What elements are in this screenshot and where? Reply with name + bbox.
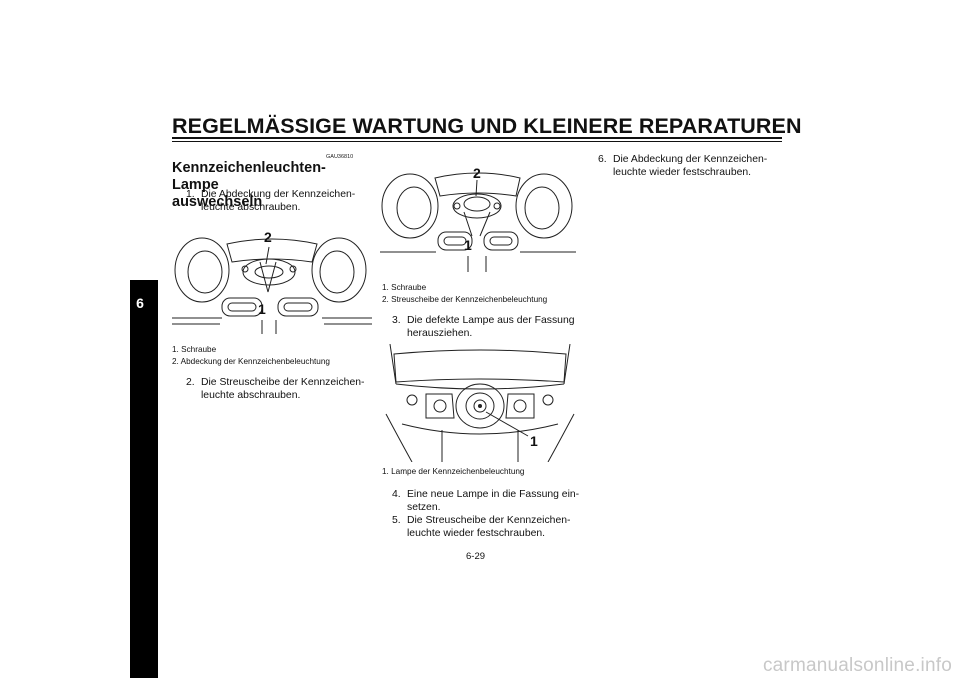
step-text: Eine neue Lampe in die Fassung ein- setz… <box>407 489 580 513</box>
figure-3-illustration: 1 <box>385 344 575 462</box>
caption-item: 2. Abdeckung der Kennzeichenbeleuchtung <box>172 356 330 366</box>
page-title: REGELMÄSSIGE WARTUNG UND KLEINERE REPARA… <box>172 114 802 138</box>
step-6: 6. Die Abdeckung der Kennzeichen- leucht… <box>598 153 788 181</box>
figure-1-callout-2: 2 <box>264 229 272 245</box>
caption-item: 1. Schraube <box>382 283 427 292</box>
caption-item: 2. Streuscheibe der Kennzeichenbeleuchtu… <box>382 294 548 304</box>
step-1: 1. Die Abdeckung der Kennzeichen- leucht… <box>186 188 376 216</box>
step-5: 5. Die Streuscheibe der Kennzeichen- leu… <box>392 514 582 542</box>
step-2: 2. Die Streuscheibe der Kennzeichen- leu… <box>186 376 376 404</box>
page-number: 6-29 <box>466 551 486 562</box>
figure-2-illustration: 2 1 <box>380 165 576 272</box>
step-number: 3. <box>392 315 401 326</box>
figure-3-captions: 1. Lampe der Kennzeichenbeleuchtung <box>382 466 524 478</box>
step-number: 1. <box>186 189 195 200</box>
figure-1-captions: 1. Schraube 2. Abdeckung der Kennzeichen… <box>172 344 330 367</box>
step-number: 4. <box>392 489 401 500</box>
watermark: carmanualsonline.info <box>762 655 952 676</box>
section-heading: Kennzeichenleuchten-Lampe auswechseln <box>172 160 372 211</box>
step-text: Die Streuscheibe der Kennzeichen- leucht… <box>407 515 571 539</box>
caption-item: 1. Schraube <box>172 345 217 354</box>
figure-2-callout-1: 1 <box>464 237 472 253</box>
step-number: 6. <box>598 154 607 165</box>
header-rule <box>172 137 782 139</box>
chapter-number: 6 <box>136 295 144 311</box>
step-3: 3. Die defekte Lampe aus der Fassung her… <box>392 314 582 342</box>
step-text: Die Streuscheibe der Kennzeichen- leucht… <box>201 377 365 401</box>
section-code: GAU36810 <box>326 154 354 160</box>
figure-2-callout-2: 2 <box>473 165 481 181</box>
step-number: 2. <box>186 377 195 388</box>
section-heading-line2: auswechseln <box>172 194 263 210</box>
header-rule-thin <box>172 141 782 142</box>
step-text: Die defekte Lampe aus der Fassung heraus… <box>407 315 575 339</box>
section-heading-line1: Kennzeichenleuchten-Lampe <box>172 160 326 193</box>
figure-3-callout-1: 1 <box>530 433 538 449</box>
step-number: 5. <box>392 515 401 526</box>
figure-1-illustration: 2 1 <box>172 229 372 334</box>
caption-item: 1. Lampe der Kennzeichenbeleuchtung <box>382 467 525 476</box>
chapter-tab: 6 <box>130 280 158 678</box>
step-4: 4. Eine neue Lampe in die Fassung ein- s… <box>392 488 582 516</box>
figure-1-callout-1: 1 <box>258 301 266 317</box>
step-text: Die Abdeckung der Kennzeichen- leuchte a… <box>201 189 356 213</box>
step-text: Die Abdeckung der Kennzeichen- leuchte w… <box>613 154 768 178</box>
figure-2-captions: 1. Schraube 2. Streuscheibe der Kennzeic… <box>382 282 547 305</box>
